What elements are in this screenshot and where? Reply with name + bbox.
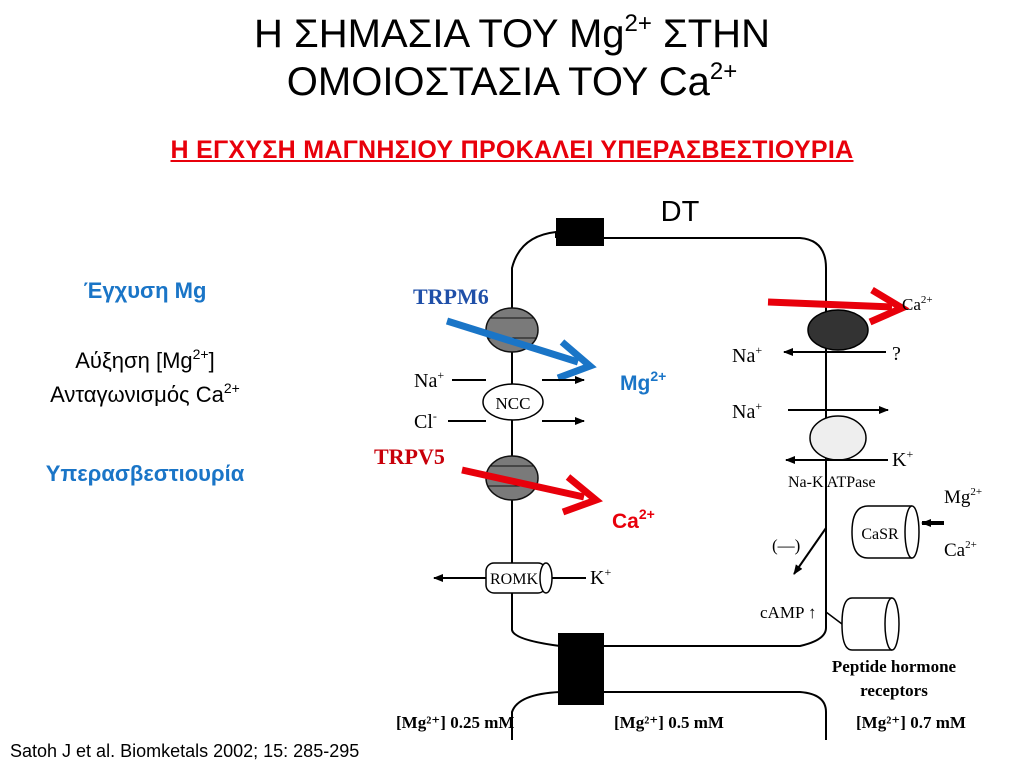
na-label: Na+ xyxy=(414,368,444,392)
ca-exit-arrow xyxy=(767,298,893,311)
segment-label: DT xyxy=(661,196,700,228)
increase-tail: ] xyxy=(208,348,215,373)
atpase-label: Na-K ATPase xyxy=(788,474,876,491)
ca-exchanger xyxy=(807,309,869,351)
conc-blood: [Mg²⁺] 0.7 mM xyxy=(856,713,966,732)
k-left-label: K+ xyxy=(590,565,611,589)
cell-right-membrane xyxy=(604,237,827,647)
title-line-1-sup: 2+ xyxy=(624,10,652,37)
peptide-label-line1: Peptide hormone xyxy=(832,657,957,676)
ncc-transporter xyxy=(482,383,544,421)
antagonism-sup: 2+ xyxy=(223,380,240,396)
slide-subtitle: Η ΕΓΧΥΣΗ ΜΑΓΝΗΣΙΟΥ ΠΡΟΚΑΛΕΙ ΥΠΕΡΑΣΒΕΣΤΙΟ… xyxy=(0,136,1024,165)
casr-mg-label: Mg2+ xyxy=(944,486,982,508)
na-k-atpase xyxy=(809,415,867,461)
camp-label: cAMP ↑ xyxy=(760,603,817,622)
cl-label: Cl- xyxy=(414,409,437,433)
tight-junction-bottom xyxy=(558,633,604,705)
conc-lumen: [Mg²⁺] 0.25 mM xyxy=(396,713,514,732)
trpv5-label: TRPV5 xyxy=(374,444,445,469)
mg-ion-label: Mg2+ xyxy=(620,368,666,395)
peptide-label-line2: receptors xyxy=(860,681,928,700)
peptide-link xyxy=(825,611,843,625)
na-atpase-label: Na+ xyxy=(732,399,762,423)
mg-uptake-arrow xyxy=(445,317,580,366)
question-label: ? xyxy=(892,343,901,365)
camp-inhibition-arrow xyxy=(793,527,827,575)
romk-label: ROMK xyxy=(490,571,538,588)
title-line-2-sup: 2+ xyxy=(709,58,738,85)
infusion-label: Έγχυση Mg xyxy=(83,278,207,303)
casr-receptor-end xyxy=(904,505,920,559)
title-line-1-tail: ΣΤΗΝ xyxy=(651,12,770,56)
ca-uptake-arrowhead xyxy=(561,474,603,516)
trpm6-label: TRPM6 xyxy=(413,284,489,309)
inhibition-label: (—) xyxy=(772,536,800,555)
ca-exit-arrowhead xyxy=(868,286,910,326)
peptide-receptor-end xyxy=(884,597,900,651)
cell-left-membrane xyxy=(511,230,561,647)
increase-label: Αύξηση [Mg2+] xyxy=(0,346,290,374)
casr-ca-label: Ca2+ xyxy=(944,539,977,561)
hypercalciuria-label: Υπερασβεστιουρία xyxy=(45,461,245,486)
casr-receptor xyxy=(851,505,912,559)
ca-ion-label: Ca2+ xyxy=(612,506,655,533)
ncc-label: NCC xyxy=(496,394,531,413)
ca-uptake-arrow xyxy=(461,466,585,501)
basolateral-ca-label: Ca2+ xyxy=(902,294,933,314)
increase-sup: 2+ xyxy=(192,346,209,362)
title-line-2: ΟΜΟΙΟΣΤΑΣΙΑ ΤΟΥ Ca2+ xyxy=(0,58,1024,106)
romk-channel-end xyxy=(539,562,553,594)
title-line-1: Η ΣΗΜΑΣΙΑ ΤΟΥ Mg2+ ΣΤΗΝ xyxy=(0,10,1024,58)
slide-title: Η ΣΗΜΑΣΙΑ ΤΟΥ Mg2+ ΣΤΗΝ ΟΜΟΙΟΣΤΑΣΙΑ ΤΟΥ … xyxy=(0,10,1024,106)
conc-cell: [Mg²⁺] 0.5 mM xyxy=(614,713,724,732)
na-exchange-label: Na+ xyxy=(732,343,762,367)
mg-uptake-arrowhead xyxy=(556,339,597,382)
title-line-1-text: Η ΣΗΜΑΣΙΑ ΤΟΥ Mg xyxy=(254,12,625,56)
neighbor-cell-left xyxy=(511,691,561,740)
k-right-label: K+ xyxy=(892,447,913,471)
casr-label: CaSR xyxy=(861,526,899,543)
subtitle-text: Η ΕΓΧΥΣΗ ΜΑΓΝΗΣΙΟΥ ΠΡΟΚΑΛΕΙ ΥΠΕΡΑΣΒΕΣΤΙΟ… xyxy=(170,136,854,164)
antagonism-text: Ανταγωνισμός Ca xyxy=(50,382,224,407)
increase-text: Αύξηση [Mg xyxy=(75,348,193,373)
title-line-2-text: ΟΜΟΙΟΣΤΑΣΙΑ ΤΟΥ Ca xyxy=(286,60,710,104)
tight-junction-top xyxy=(556,218,604,246)
neighbor-cell-right xyxy=(604,691,827,740)
antagonism-label: Ανταγωνισμός Ca2+ xyxy=(0,380,290,408)
citation: Satoh J et al. Biomketals 2002; 15: 285-… xyxy=(10,741,360,761)
